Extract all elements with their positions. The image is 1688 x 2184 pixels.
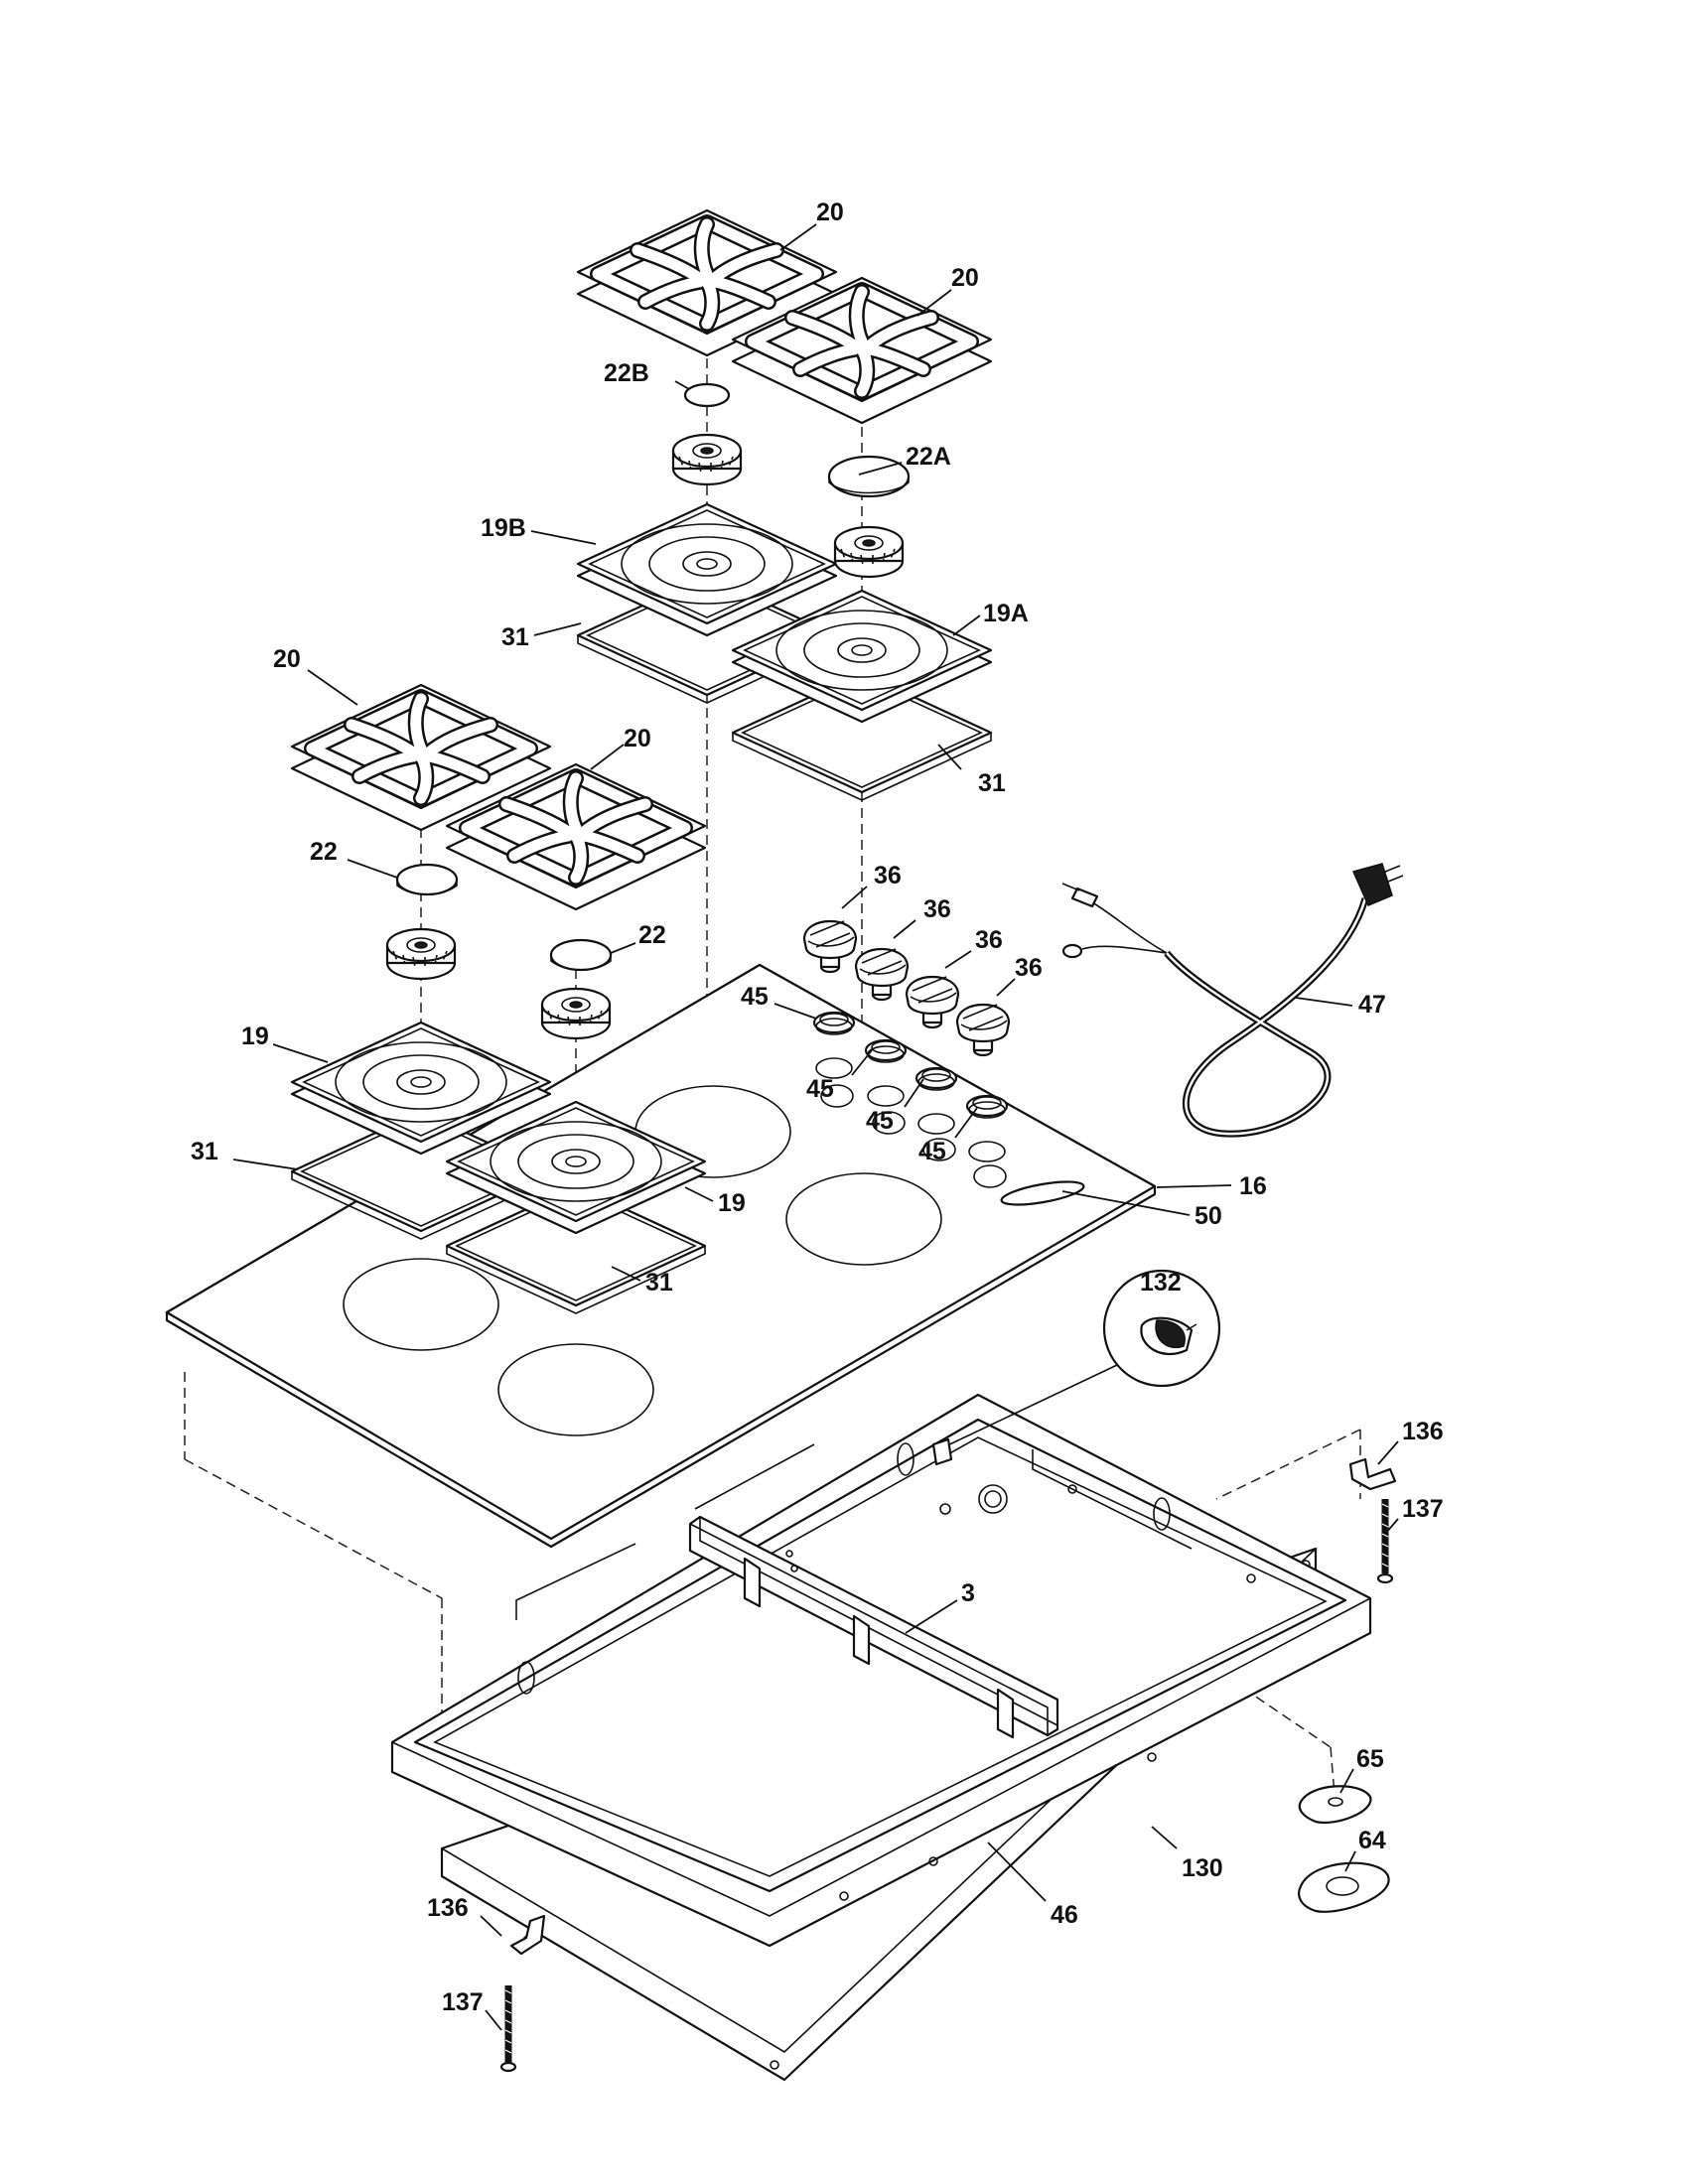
callout-22a: 22A [906, 443, 951, 471]
callout-130: 130 [1182, 1854, 1223, 1882]
callout-36-b: 36 [923, 895, 951, 923]
callout-46: 46 [1051, 1901, 1078, 1929]
burner-head-left-front [540, 987, 612, 1040]
part-64 [1298, 1861, 1390, 1913]
callout-47: 47 [1358, 991, 1386, 1019]
callout-31-rear: 31 [501, 623, 529, 651]
callout-22-left: 22 [310, 838, 338, 866]
callout-136-left: 136 [427, 1894, 469, 1922]
burner-cap-22a [827, 455, 911, 498]
callout-3: 3 [961, 1579, 975, 1607]
callout-20-front-right: 20 [624, 725, 651, 752]
burner-cap-22-left [395, 863, 459, 896]
callout-22b: 22B [604, 359, 649, 387]
callout-20-rear-right: 20 [951, 264, 979, 292]
callout-19a: 19A [983, 600, 1029, 627]
burner-cap-22b [683, 382, 731, 408]
screw-137-right [1376, 1499, 1394, 1584]
callout-20-rear-left: 20 [816, 199, 844, 226]
callout-22-right: 22 [638, 921, 666, 949]
callout-137-right: 137 [1402, 1495, 1444, 1523]
callout-45-d: 45 [918, 1138, 946, 1165]
callout-19-front: 19 [718, 1189, 746, 1217]
crossbar-3 [688, 1515, 1059, 1739]
callout-labels: 20 20 22B 22A 19B 31 19A 20 20 31 36 36 … [191, 199, 1444, 2016]
callout-36-c: 36 [975, 926, 1003, 954]
bracket-136-left [509, 1914, 546, 1956]
part-65 [1298, 1785, 1372, 1825]
callout-19-left: 19 [241, 1023, 269, 1050]
burner-box-frame-46 [390, 1393, 1372, 1948]
callout-45-c: 45 [866, 1107, 894, 1135]
burner-pan-19b [576, 502, 838, 637]
callout-31-left: 31 [191, 1138, 218, 1165]
callout-16: 16 [1239, 1172, 1267, 1200]
callout-137-left: 137 [442, 1988, 484, 2016]
callout-20-front-left: 20 [273, 645, 301, 673]
power-cord-47 [1061, 863, 1404, 1138]
callout-65: 65 [1356, 1745, 1384, 1773]
callout-31-right: 31 [978, 769, 1006, 797]
burner-head-small [671, 433, 743, 486]
callout-132: 132 [1140, 1269, 1182, 1297]
burner-head-large [833, 525, 905, 579]
leader-lines [232, 223, 1399, 2031]
burner-head-left-rear [385, 927, 457, 981]
callout-19b: 19B [481, 514, 526, 542]
callout-45-b: 45 [806, 1075, 834, 1103]
screw-137-left [499, 1985, 517, 2073]
callout-31-front: 31 [645, 1269, 673, 1297]
bracket-136-right [1348, 1457, 1397, 1491]
burner-cap-22-right [549, 938, 613, 972]
callout-136-right: 136 [1402, 1418, 1444, 1445]
detail-circle-132 [931, 1269, 1221, 1466]
callout-45-a: 45 [741, 983, 769, 1011]
callout-36-a: 36 [874, 862, 902, 889]
callout-64: 64 [1358, 1827, 1386, 1854]
callout-36-d: 36 [1015, 954, 1043, 982]
callout-50: 50 [1195, 1202, 1222, 1230]
